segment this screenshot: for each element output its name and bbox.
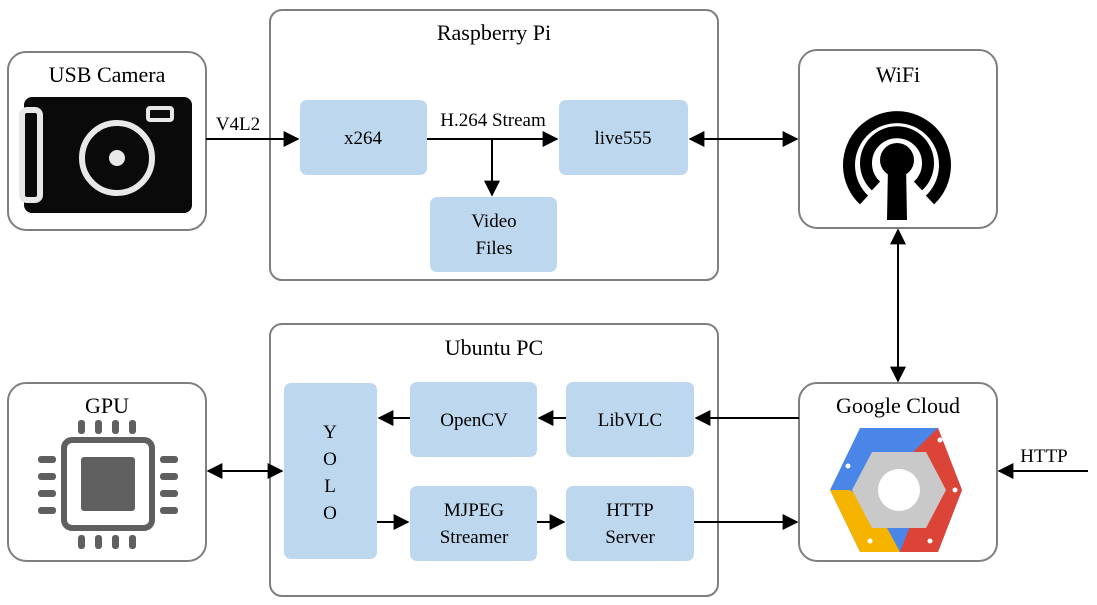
wifi-antenna-icon (843, 111, 951, 220)
node-live555: live555 (559, 100, 688, 175)
ubuntu-pc-title: Ubuntu PC (445, 335, 543, 360)
svg-text:O: O (323, 449, 337, 470)
node-http-server: HTTP Server (566, 486, 694, 561)
node-mjpeg-streamer: MJPEG Streamer (410, 486, 537, 561)
svg-text:Streamer: Streamer (440, 527, 509, 548)
node-video-files: Video Files (430, 197, 557, 272)
svg-text:Files: Files (476, 238, 513, 259)
label-h264-stream: H.264 Stream (440, 110, 546, 131)
node-x264: x264 (300, 100, 427, 175)
svg-text:O: O (323, 503, 337, 524)
ubuntu-pc-frame (269, 323, 719, 597)
node-libvlc: LibVLC (566, 382, 694, 457)
svg-text:OpenCV: OpenCV (440, 410, 508, 431)
node-yolo: Y O L O (284, 383, 377, 559)
raspberry-pi-title: Raspberry Pi (437, 20, 551, 45)
svg-text:HTTP: HTTP (606, 500, 654, 521)
svg-text:live555: live555 (595, 128, 652, 149)
google-cloud-hexagon-icon (830, 428, 962, 552)
wifi-title: WiFi (876, 62, 920, 87)
label-http: HTTP (1020, 446, 1068, 467)
node-opencv: OpenCV (410, 382, 537, 457)
gpu-title: GPU (85, 393, 129, 418)
svg-text:Server: Server (605, 527, 655, 548)
svg-text:Video: Video (471, 211, 516, 232)
chip-icon (38, 420, 178, 549)
google-cloud-title: Google Cloud (836, 393, 960, 418)
usb-camera-title: USB Camera (49, 62, 166, 87)
svg-text:x264: x264 (344, 128, 383, 149)
camera-icon (19, 97, 192, 213)
label-v4l2: V4L2 (216, 114, 260, 135)
svg-text:L: L (324, 476, 336, 497)
svg-text:LibVLC: LibVLC (598, 410, 662, 431)
svg-text:Y: Y (323, 422, 337, 443)
svg-text:MJPEG: MJPEG (444, 500, 504, 521)
